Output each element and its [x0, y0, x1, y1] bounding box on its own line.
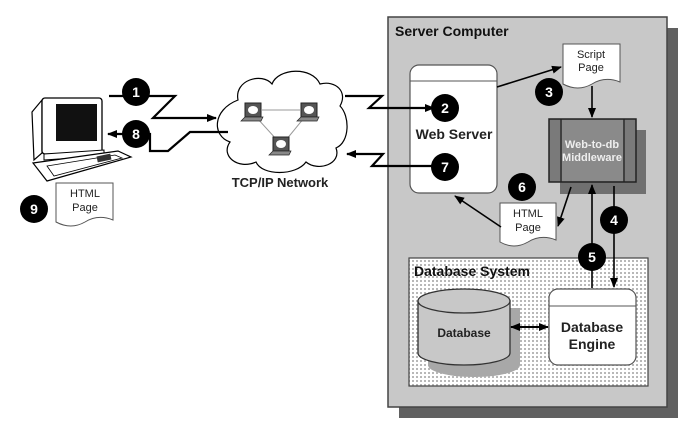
step-badge-2-label: 2	[441, 100, 449, 116]
script-page-line2: Page	[578, 62, 604, 74]
keyboard-keys	[46, 154, 124, 177]
network-label: TCP/IP Network	[232, 175, 329, 190]
step-badge-5: 5	[578, 243, 606, 271]
html-page-client-document: HTML Page	[55, 182, 114, 227]
step-badge-2: 2	[431, 94, 459, 122]
web-server-label: Web Server	[416, 126, 493, 142]
script-page-line1: Script	[577, 49, 605, 61]
arrow-step-3	[496, 65, 562, 88]
monitor-screen	[56, 104, 97, 141]
middleware: Web-to-db Middleware	[548, 118, 646, 194]
network-node-icon	[268, 136, 292, 156]
html-page-server-document: HTML Page	[499, 202, 557, 247]
arrow-middleware-to-html	[557, 186, 572, 227]
arrow-step-2	[345, 94, 435, 112]
step-badge-4: 4	[600, 206, 628, 234]
monitor-body	[31, 98, 43, 162]
step-badges: 1 8 9 2 7 3 6 4	[20, 78, 628, 271]
database-cylinder-top	[417, 288, 511, 314]
arrow-step-7	[346, 150, 440, 168]
step-badge-1: 1	[122, 78, 150, 106]
middleware-label-line2: Middleware	[562, 152, 622, 164]
step-badge-8-label: 8	[132, 126, 140, 142]
middleware-inner	[562, 120, 623, 181]
step-badge-6: 6	[508, 173, 536, 201]
database-engine: Database Engine	[548, 288, 637, 366]
database-engine-box	[548, 288, 637, 366]
middleware-label-line1: Web-to-db	[565, 139, 619, 151]
database-system-title: Database System	[414, 263, 530, 279]
web-server: Web Server	[409, 64, 498, 194]
database-engine-label-line1: Database	[561, 319, 623, 335]
step-badge-7-label: 7	[441, 159, 449, 175]
step-badge-9: 9	[20, 195, 48, 223]
client-computer-icon	[31, 97, 133, 182]
script-page-shape	[562, 43, 621, 89]
database-cylinder-body	[417, 300, 511, 366]
database-engine-label-line2: Engine	[569, 336, 616, 352]
arrow-html-to-webserver	[454, 195, 502, 228]
html-page-server-line1: HTML	[513, 208, 543, 220]
html-page-server-shape	[499, 202, 557, 247]
database: Database	[417, 288, 520, 377]
network-link	[256, 117, 278, 141]
web-server-box	[409, 64, 498, 194]
tcp-ip-network-cloud: TCP/IP Network	[216, 70, 348, 190]
server-computer-title: Server Computer	[395, 23, 509, 39]
network-node-icon	[296, 102, 320, 122]
step-badge-5-label: 5	[588, 249, 596, 265]
html-page-client-shape	[55, 182, 114, 227]
cloud-shape	[216, 70, 348, 173]
step-badge-1-label: 1	[132, 84, 140, 100]
step-badge-3-label: 3	[545, 84, 553, 100]
step-badge-9-label: 9	[30, 201, 38, 217]
step-badge-6-label: 6	[518, 179, 526, 195]
step-badge-8: 8	[122, 120, 150, 148]
html-page-client-line1: HTML	[70, 188, 100, 200]
network-node-icon	[240, 102, 264, 122]
database-label: Database	[437, 326, 491, 340]
html-page-client-line2: Page	[72, 202, 98, 214]
step-badge-4-label: 4	[610, 212, 618, 228]
step-badge-7: 7	[431, 153, 459, 181]
keyboard-numpad	[96, 153, 112, 163]
step-badge-3: 3	[535, 78, 563, 106]
script-page-document: Script Page	[562, 43, 621, 89]
html-page-server-line2: Page	[515, 222, 541, 234]
network-link	[285, 117, 305, 141]
